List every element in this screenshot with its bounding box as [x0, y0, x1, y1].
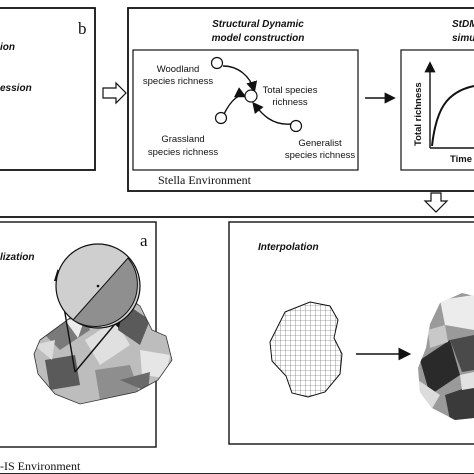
gis-environment-label: -IS Environment	[0, 459, 81, 473]
gis-environment-frame	[0, 216, 474, 474]
total-species-label-line2: richness	[272, 97, 308, 108]
simulation-box: StDM simul Total richness Time	[400, 19, 474, 171]
simulation-ylabel: Total richness	[413, 82, 424, 146]
panel-a-tag: a	[140, 231, 148, 250]
hollow-arrow-down	[423, 192, 449, 213]
regression-box-frame	[0, 7, 96, 171]
simulation-frame	[400, 49, 474, 171]
woodland-label-line2: species richness	[143, 76, 213, 87]
visualization-box: lization a	[0, 221, 173, 448]
interpolation-box: Interpolation	[228, 221, 474, 445]
grassland-node	[214, 111, 228, 125]
interpolation-title: Interpolation	[258, 242, 319, 253]
visualization-title: lization	[0, 252, 34, 263]
gis-environment-panel: lization a -IS Environ	[0, 216, 474, 474]
model-construction-frame	[132, 49, 359, 171]
model-title-line2: model construction	[212, 33, 305, 44]
model-construction-box: Structural Dynamic model construction Wo…	[132, 19, 359, 171]
stella-environment-panel: Stella Environment Structural Dynamic mo…	[127, 7, 474, 192]
grassland-label-line1: Grassland	[161, 134, 204, 145]
woodland-node	[210, 56, 224, 70]
grassland-label-line2: species richness	[148, 147, 218, 158]
grid-map	[269, 301, 343, 398]
simulation-curve	[431, 85, 474, 147]
generalist-to-total-arrow	[252, 101, 293, 125]
zoom-arrow-bottom	[74, 315, 122, 373]
stella-environment-label: Stella Environment	[158, 173, 252, 187]
woodland-to-total-arrow	[222, 65, 258, 93]
grassland-to-total-arrow	[223, 87, 247, 115]
total-species-node	[244, 89, 258, 103]
woodland-label-line1: Woodland	[157, 64, 200, 75]
generalist-node	[289, 119, 303, 133]
zoom-center-dot	[96, 284, 100, 288]
simulation-xlabel: Time	[450, 154, 472, 165]
panel-b-tag: b	[78, 19, 87, 38]
regression-box: ion ession b	[0, 7, 96, 171]
generalist-label-line2: species richness	[285, 150, 355, 161]
hollow-arrow-right	[102, 81, 127, 105]
regression-box-line2: ession	[0, 83, 32, 94]
simulation-title-line2: simul	[452, 33, 474, 44]
generalist-label-line1: Generalist	[298, 138, 342, 149]
model-title-line1: Structural Dynamic	[212, 19, 304, 30]
zoom-circle-segment	[72, 257, 138, 327]
interpolated-map	[418, 293, 474, 420]
simulation-title-line1: StDM	[452, 19, 474, 30]
total-species-label-line1: Total species	[263, 85, 318, 96]
regression-box-line1: ion	[0, 42, 15, 53]
